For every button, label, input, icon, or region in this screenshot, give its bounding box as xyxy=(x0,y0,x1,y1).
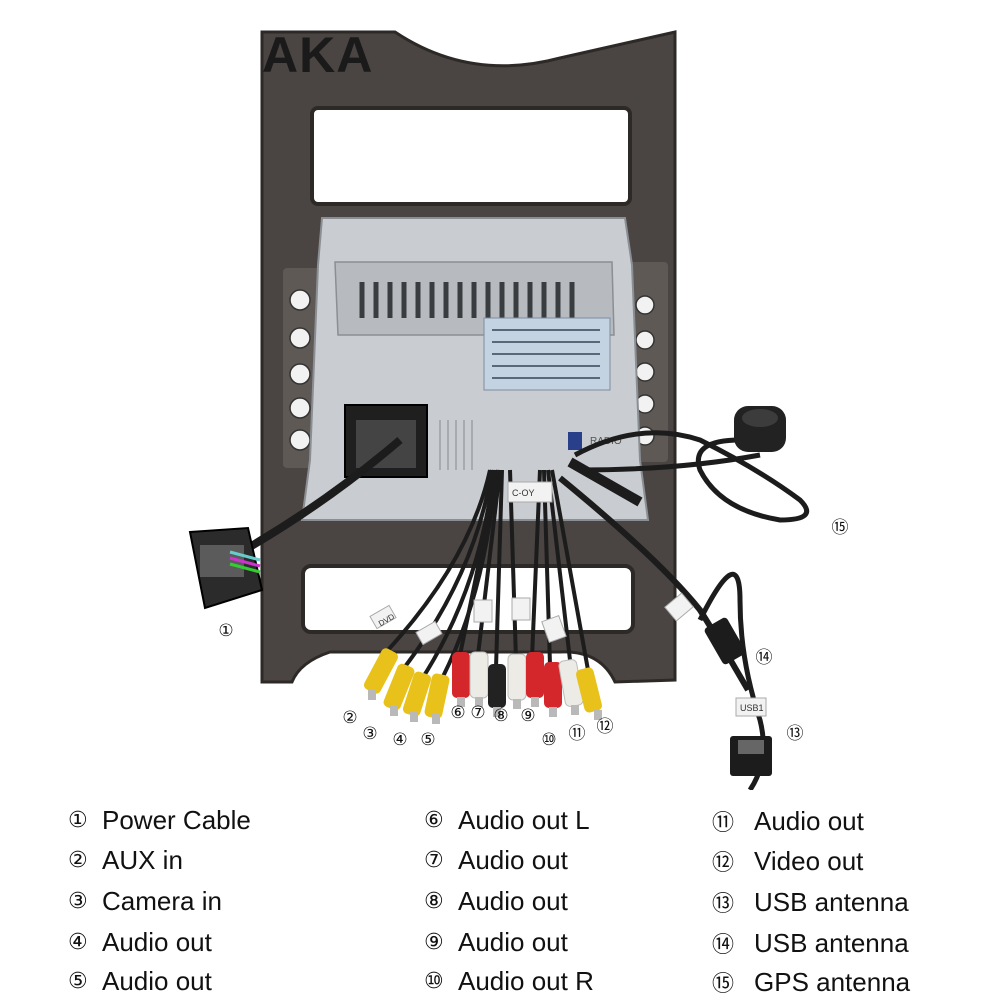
gps-port xyxy=(568,432,582,450)
callout-14: ⑭ xyxy=(755,648,773,668)
legend-label: Audio out xyxy=(102,966,212,996)
callout-11: ⑪ xyxy=(568,724,586,744)
callout-8: ⑧ xyxy=(493,706,509,726)
legend-label: Power Cable xyxy=(102,805,251,835)
callout-15: ⑮ xyxy=(831,518,849,538)
legend-number: ⑬ xyxy=(712,892,735,917)
callout-9: ⑨ xyxy=(520,706,536,726)
legend-item-9: ⑨ Audio out xyxy=(424,927,568,958)
legend-label: Audio out xyxy=(458,927,568,957)
usb-cable xyxy=(558,475,772,790)
legend-label: Audio out xyxy=(754,805,864,836)
legend-item-5: ⑤ Audio out xyxy=(68,966,212,997)
legend-number: ① xyxy=(68,808,88,833)
rca-plug-yellow-aux xyxy=(364,648,398,694)
legend-item-1: ① Power Cable xyxy=(68,805,251,836)
rca-plug-red-6 xyxy=(452,652,470,698)
legend-number: ⑭ xyxy=(712,933,735,958)
legend-label: Camera in xyxy=(102,886,222,916)
legend-number: ⑩ xyxy=(424,969,444,994)
rca-plug-black-8 xyxy=(488,664,506,708)
legend-number: ⑪ xyxy=(712,811,735,836)
rca-plug-tips xyxy=(368,690,602,724)
legend-item-8: ⑧ Audio out xyxy=(424,886,568,917)
power-cable-harness xyxy=(188,436,403,610)
legend-label: GPS antenna xyxy=(754,966,911,997)
callout-13: ⑬ xyxy=(786,724,804,744)
legend-item-12: ⑫ Video out xyxy=(712,845,863,877)
legend-item-15: ⑮ GPS antenna xyxy=(712,966,910,998)
legend-label: Audio out xyxy=(102,927,212,957)
rca-plug-yellow-audio5 xyxy=(424,673,450,719)
white-cable-tags xyxy=(369,481,567,646)
callout-6: ⑥ xyxy=(450,703,466,723)
legend-number: ② xyxy=(68,848,88,873)
legend-item-11: ⑪ Audio out xyxy=(712,805,864,837)
legend-label: USB antenna xyxy=(754,886,909,917)
legend-label: Audio out L xyxy=(458,805,590,835)
callout-7: ⑦ xyxy=(470,703,486,723)
rca-plug-yellow-camera xyxy=(383,663,415,711)
callout-2: ② xyxy=(342,708,358,728)
legend-item-10: ⑩ Audio out R xyxy=(424,966,594,997)
legend-item-4: ④ Audio out xyxy=(68,927,212,958)
usb1-tag: USB1 xyxy=(740,703,764,713)
rca-plug-red-9b xyxy=(526,652,544,698)
callout-10: ⑩ xyxy=(541,730,557,750)
callout-1: ① xyxy=(218,621,234,641)
rca-plug-white-7 xyxy=(469,651,489,699)
legend-item-14: ⑭ USB antenna xyxy=(712,927,909,959)
housing-vents xyxy=(359,282,575,318)
legend-item-13: ⑬ USB antenna xyxy=(712,886,909,918)
upper-vent-opening xyxy=(310,106,632,206)
rca-plug-white-9 xyxy=(507,653,527,701)
legend-item-6: ⑥ Audio out L xyxy=(424,805,590,836)
legend-item-7: ⑦ Audio out xyxy=(424,845,568,876)
callout-12: ⑫ xyxy=(596,717,614,737)
legend-item-2: ② AUX in xyxy=(68,845,183,876)
legend-label: Video out xyxy=(754,845,864,876)
brand-watermark: AKA xyxy=(262,27,374,83)
bracket-holes xyxy=(289,289,655,451)
legend-label: Audio out xyxy=(458,845,568,875)
legend-number: ③ xyxy=(68,889,88,914)
gps-antenna xyxy=(567,406,810,523)
rca-plug-yellow-audio4 xyxy=(402,671,432,717)
sticker-lines xyxy=(492,329,600,379)
connector-inner xyxy=(356,420,416,468)
legend-number: ④ xyxy=(68,930,88,955)
legend-number: ⑦ xyxy=(424,848,444,873)
legend-number: ⑮ xyxy=(712,972,735,997)
legend-number: ⑧ xyxy=(424,889,444,914)
coy-tag: C-OY xyxy=(512,488,535,498)
legend-label: Audio out xyxy=(458,886,568,916)
legend-label: AUX in xyxy=(102,845,183,875)
legend-label: USB antenna xyxy=(754,927,909,958)
rca-plug-red-10 xyxy=(544,662,562,708)
legend-number: ⑤ xyxy=(68,969,88,994)
legend-number: ⑥ xyxy=(424,808,444,833)
rca-plug-yellow-12 xyxy=(576,667,602,713)
callout-3: ③ xyxy=(362,724,378,744)
legend-number: ⑫ xyxy=(712,851,735,876)
legend-item-3: ③ Camera in xyxy=(68,886,222,917)
callout-5: ⑤ xyxy=(420,730,436,750)
legend-label: Audio out R xyxy=(458,966,594,996)
head-unit-illustration: RADIO xyxy=(188,30,810,790)
ribbed-panel xyxy=(439,420,473,470)
legend-number: ⑨ xyxy=(424,930,444,955)
callout-4: ④ xyxy=(392,730,408,750)
